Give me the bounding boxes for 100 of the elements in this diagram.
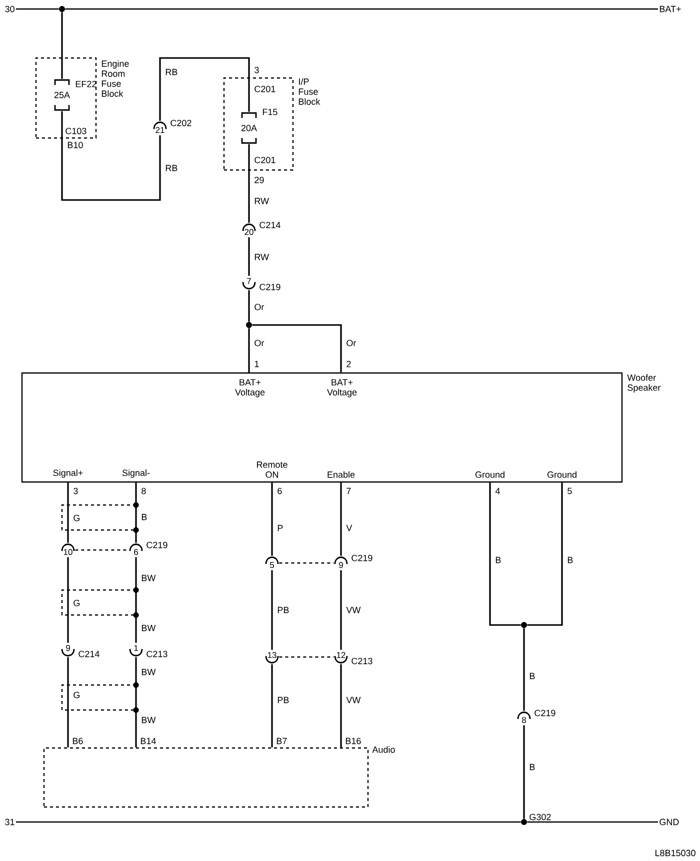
- connector-label: C214: [260, 222, 280, 228]
- fuse-label: F15: [262, 108, 278, 116]
- bus-label: 31: [5, 818, 14, 826]
- connector: 9: [334, 556, 348, 568]
- connector-label: C214: [78, 650, 100, 658]
- wire: [271, 482, 273, 556]
- connector: 7: [242, 278, 256, 290]
- wire: [135, 482, 137, 543]
- connector: 6: [129, 544, 143, 555]
- wire: [489, 482, 521, 626]
- connector-label: C213: [146, 650, 168, 658]
- connector-link: [75, 549, 129, 551]
- connector: 21: [153, 122, 167, 133]
- wire-color-label: PB: [276, 606, 290, 614]
- connector: 1: [129, 645, 143, 656]
- pin-number: B6: [72, 738, 83, 744]
- connector-label: C219: [534, 710, 556, 716]
- bus-label: GND: [660, 818, 679, 826]
- connector-link: [279, 562, 334, 564]
- connector-link: [279, 656, 334, 658]
- wire: [340, 570, 342, 650]
- pin-number: 3: [254, 66, 259, 74]
- figure-code: L8B15030: [656, 850, 696, 856]
- pin-number: 2: [346, 360, 351, 368]
- node-label: Engine Room Fuse Block: [102, 60, 129, 97]
- wire: [248, 144, 250, 223]
- wire: [61, 12, 63, 79]
- connector: 5: [265, 556, 279, 568]
- connector: 12: [334, 652, 348, 664]
- wire: [523, 628, 525, 711]
- pin-number: 3: [74, 488, 78, 494]
- wire-color-label: G: [72, 514, 82, 522]
- pin-number: B7: [276, 738, 287, 744]
- wire: [248, 290, 250, 322]
- component-outline: Audio: [43, 746, 395, 808]
- wire: [61, 111, 161, 201]
- wire-color-label: B: [528, 672, 536, 680]
- connector: 8: [517, 712, 531, 723]
- bus-line: [527, 821, 658, 823]
- wire: [67, 482, 69, 543]
- wire-color-label: G: [72, 598, 82, 608]
- wire: [340, 664, 342, 748]
- wire-color-label: RW: [253, 196, 270, 206]
- wire: [248, 237, 250, 276]
- pin-number: 5: [568, 488, 572, 494]
- wire-color-label: PB: [276, 696, 290, 704]
- wire-color-label: B: [566, 556, 574, 564]
- wire-color-label: VW: [345, 606, 362, 614]
- wire: [271, 664, 273, 748]
- wire-color-label: P: [276, 524, 284, 532]
- connector-label: C201: [254, 156, 276, 164]
- wire-color-label: RB: [164, 68, 179, 76]
- wire: [67, 657, 69, 748]
- node-label: Audio: [372, 746, 395, 753]
- bus-line: [16, 8, 59, 10]
- wire-color-label: BW: [142, 716, 156, 724]
- bus-line: [16, 821, 521, 823]
- wire: [67, 557, 69, 643]
- pin-number: 7: [346, 488, 351, 494]
- pin-number: 6: [278, 488, 282, 494]
- connector-label: C201: [254, 86, 276, 92]
- connector-label: C103: [66, 128, 86, 134]
- connector-label: C219: [352, 554, 372, 562]
- node-label: Woofer Speaker: [627, 374, 661, 393]
- connector-label: C202: [170, 120, 192, 126]
- wire-color-label: Or: [345, 338, 358, 348]
- pin-number: B16: [346, 738, 361, 744]
- wire-color-label: Or: [253, 302, 266, 312]
- connector: 13: [265, 652, 279, 664]
- wire: [135, 557, 137, 643]
- connector-label: C219: [146, 542, 168, 548]
- wire-color-label: G: [72, 690, 82, 700]
- connector: 10: [61, 544, 75, 555]
- wire-color-label: B: [494, 556, 502, 564]
- wire-color-label: RW: [253, 252, 270, 262]
- wire-color-label: RB: [164, 164, 179, 172]
- wire: [159, 57, 250, 121]
- bus-label: 30: [5, 6, 14, 12]
- fuse-label: EF22: [76, 80, 96, 88]
- bus-label: BAT+: [660, 6, 681, 12]
- wire: [135, 657, 137, 748]
- wire: [340, 482, 342, 556]
- pin-number: 29: [254, 176, 264, 184]
- wire-color-label: BW: [142, 624, 156, 632]
- wire-color-label: VW: [345, 696, 362, 704]
- connector-label: C213: [352, 658, 372, 664]
- speaker-box: BAT+ Voltage BAT+ Voltage Woofer Speaker Signal+ Signal- Remote ON Enable Ground Ground: [21, 372, 661, 483]
- wire: [271, 570, 273, 650]
- wire: [523, 725, 525, 819]
- wire: [248, 328, 250, 372]
- bus-line: [65, 8, 658, 10]
- connector-label: C219: [260, 284, 280, 290]
- connector: 20: [242, 224, 256, 235]
- pin-number: 4: [495, 488, 500, 494]
- ground-label: G302: [530, 814, 551, 820]
- wire-color-label: Or: [253, 338, 266, 348]
- node-label: I/P Fuse Block: [298, 78, 320, 105]
- wire-color-label: B: [528, 762, 536, 772]
- pin-number: 1: [254, 360, 259, 368]
- pin-number: B14: [140, 738, 156, 744]
